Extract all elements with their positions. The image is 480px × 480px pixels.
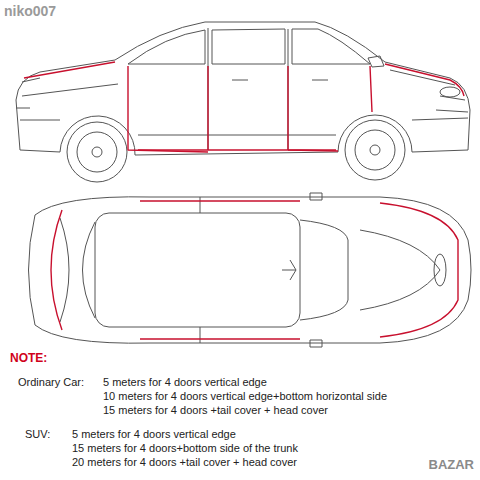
watermark-logo: BAZAR [429, 458, 475, 473]
note-category: SUV: [25, 428, 50, 441]
note-line: 5 meters for 4 doors vertical edge [103, 376, 267, 389]
note-line: 5 meters for 4 doors vertical edge [72, 428, 236, 441]
note-line: 10 meters for 4 doors vertical edge+bott… [103, 390, 387, 403]
note-category: Ordinary Car: [18, 376, 84, 389]
watermark: niko007 [4, 3, 56, 19]
note-line: 15 meters for 4 doors +tail cover + head… [103, 404, 328, 417]
note-heading: NOTE: [10, 352, 47, 366]
note-line: 20 meters for 4 doors +tail cover + head… [72, 456, 297, 469]
note-line: 15 meters for 4 doors+bottom side of the… [72, 442, 298, 455]
